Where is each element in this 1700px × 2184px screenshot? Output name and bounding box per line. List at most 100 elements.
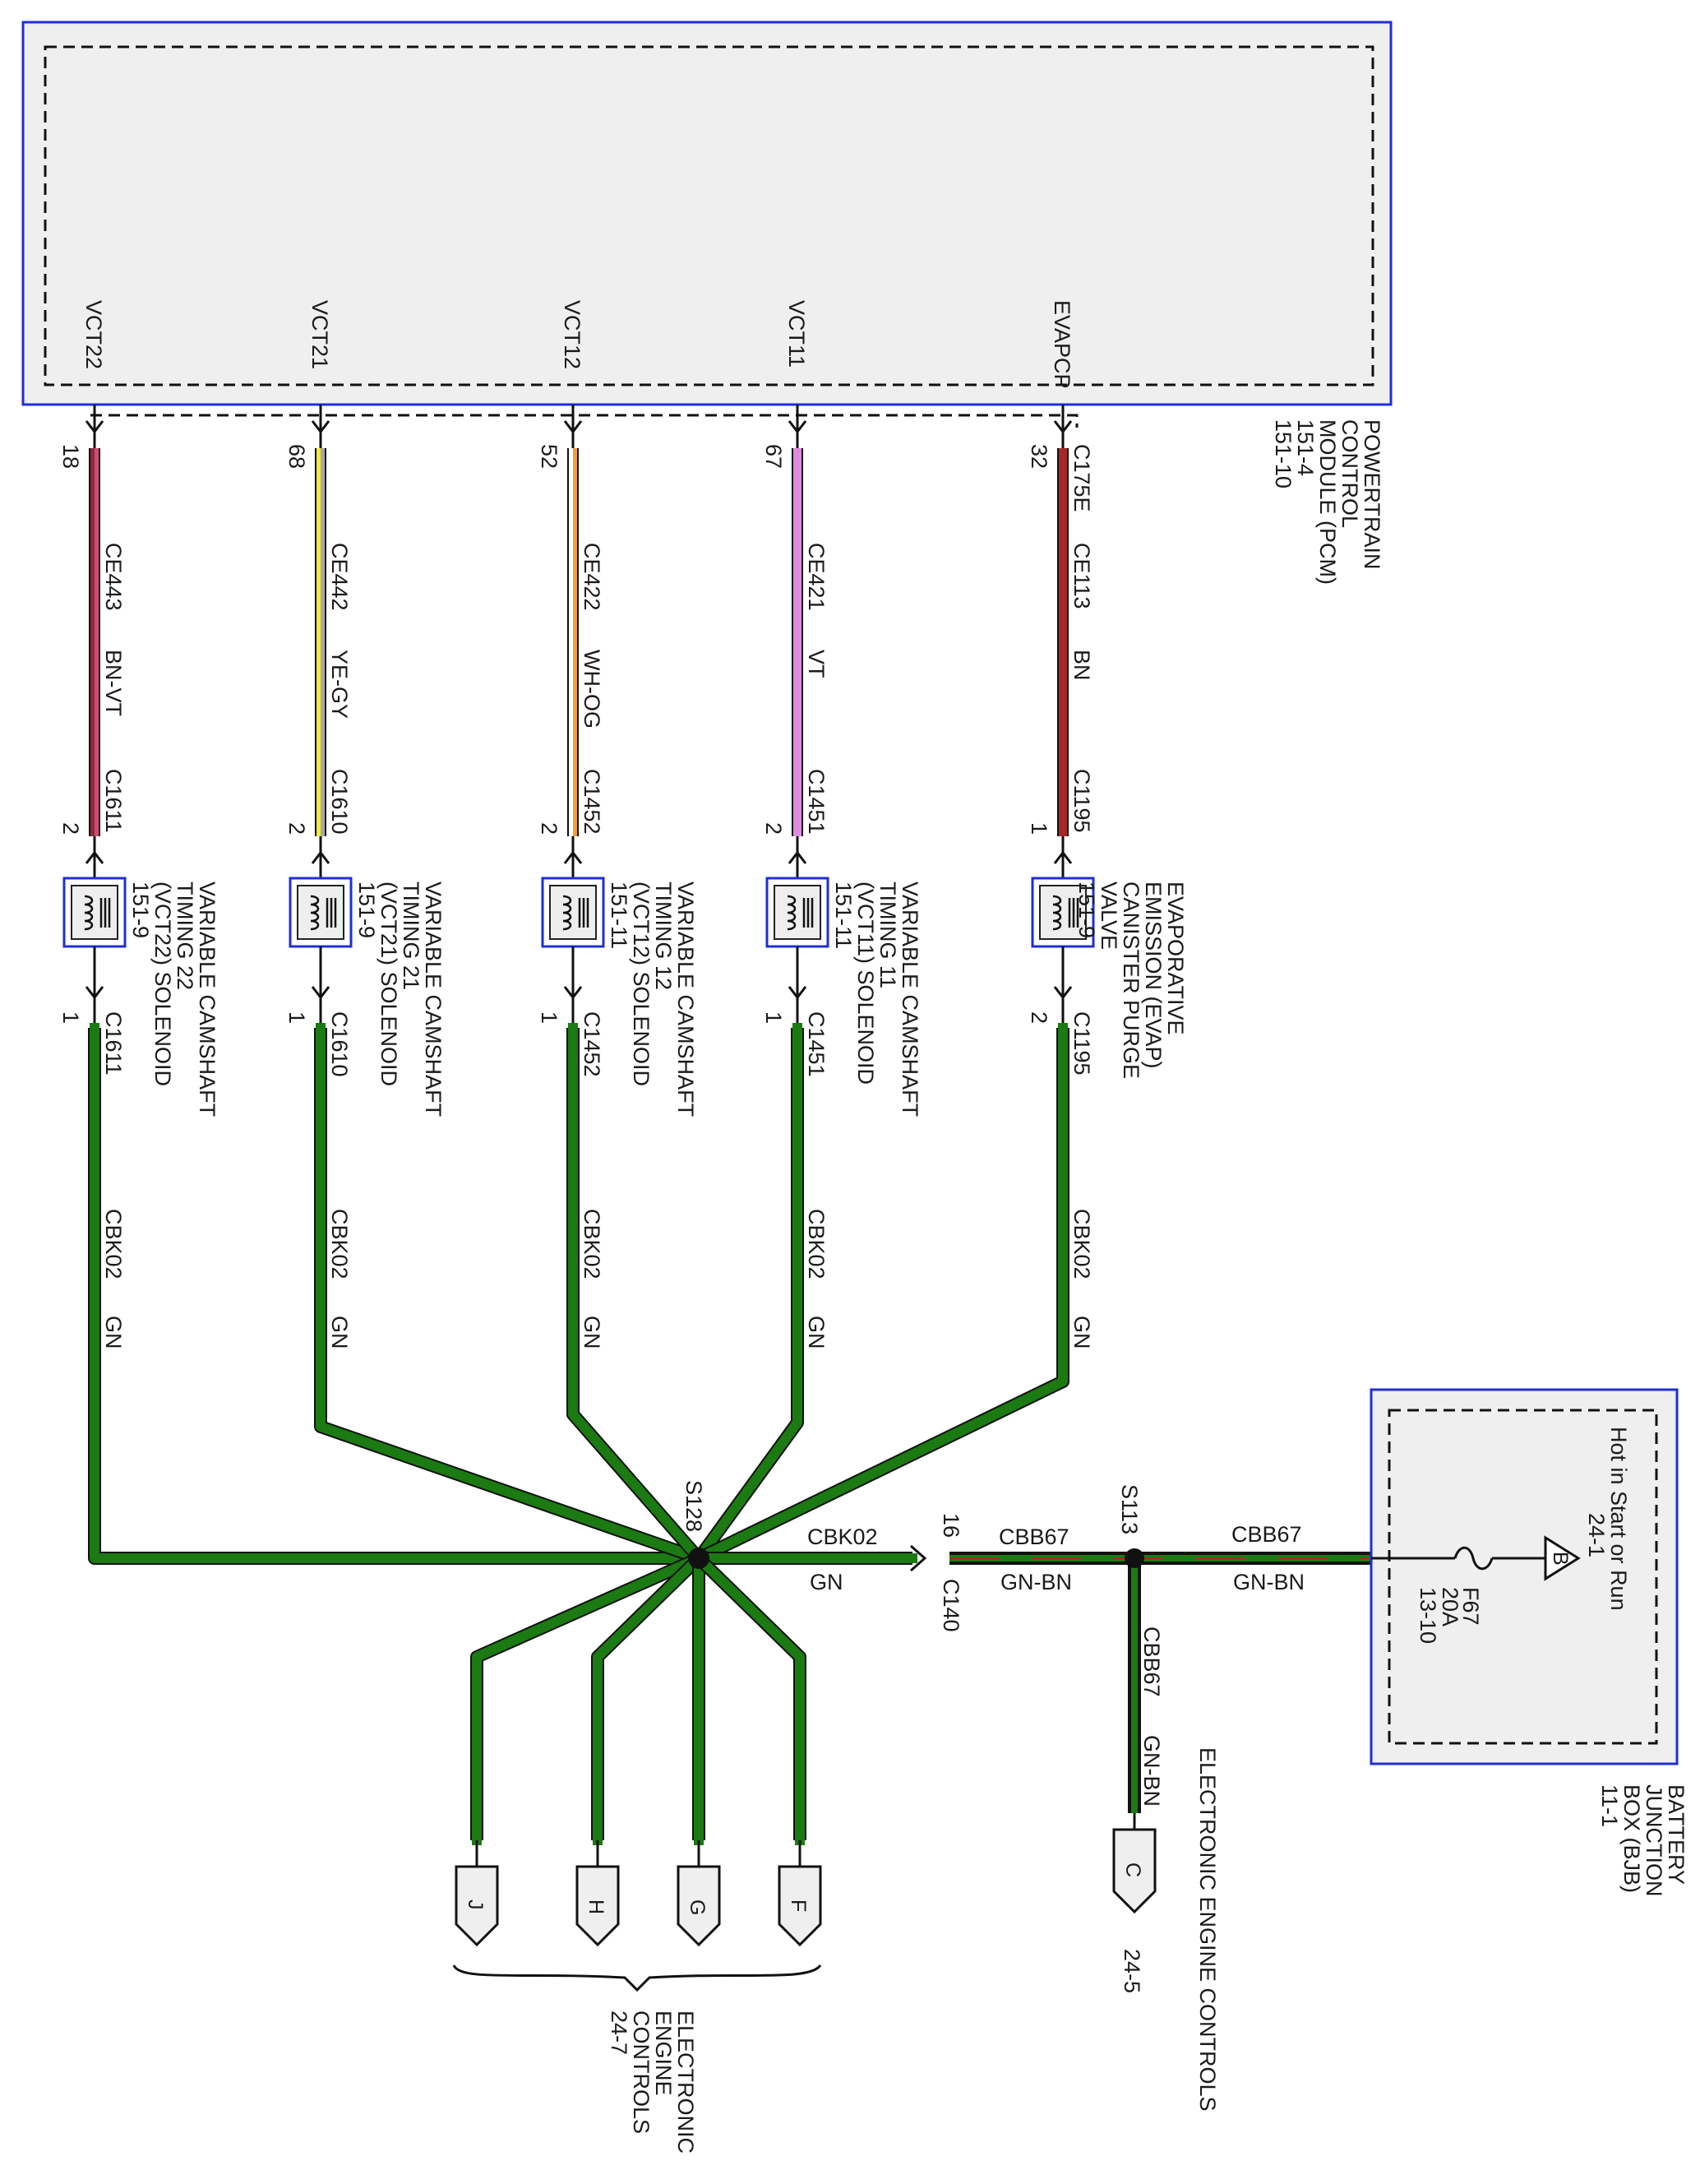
pcm-label-line1: POWERTRAIN [1360, 419, 1384, 570]
dev-connector-top-2 [563, 850, 583, 864]
solenoid-coil-icon-4 [1052, 895, 1062, 931]
device-label-line-2-1: TIMING 12 [651, 881, 676, 990]
bjb-hot-line1: Hot in Start or Run [1606, 1427, 1631, 1611]
splice-s128-label: S128 [681, 1480, 706, 1532]
pcm-label-line3: MODULE (PCM) [1315, 419, 1340, 585]
ref-h[interactable]: H [575, 1865, 620, 1947]
wire-color-a-0 [90, 448, 95, 836]
device-label-line-0-3: 151-9 [128, 881, 153, 938]
bjb-label-line2: JUNCTION [1642, 1784, 1666, 1897]
device-label-line-4-3: VALVE [1097, 881, 1121, 950]
dev-pin-out-0: 1 [58, 1011, 83, 1024]
circuit-color-4: BN [1069, 650, 1094, 681]
gnd-circuit-3: CBK02 [804, 1209, 829, 1279]
device-label-line-3-0: VARIABLE CAMSHAFT [898, 881, 922, 1117]
wire-color-b-2 [573, 448, 577, 836]
cbb67-feed: S113 CBB67 GN-BN CBB67 GN-BN CBB67 GN-BN [949, 1484, 1371, 1813]
page-refs: J H G F ELECTRONIC ENGINE CONTROLS 24-7 … [452, 1747, 1220, 2154]
ref-f[interactable]: F [778, 1865, 822, 1947]
circuit-color-2: WH-OG [580, 650, 604, 729]
circuit-id-1: CE442 [327, 543, 352, 611]
dev-pin-in-2: 2 [537, 822, 561, 835]
dev-connector-bottom-3 [788, 986, 807, 1000]
cbb67-color-left: GN-BN [1000, 1570, 1072, 1594]
device-label-line-1-0: VARIABLE CAMSHAFT [421, 881, 446, 1117]
dev-connector-bottom-1 [311, 986, 330, 1000]
ref-j[interactable]: J [455, 1865, 499, 1947]
circuit-id-3: CE421 [804, 543, 829, 611]
pcm-pin-number-2: 52 [537, 444, 561, 469]
cbb67-color-right: GN-BN [1233, 1570, 1305, 1594]
svg-text:F: F [787, 1899, 810, 1912]
fuse-f67-icon [1453, 1546, 1494, 1571]
ref-left-label-3: CONTROLS [629, 2010, 654, 2134]
gnd-color-4: GN [1069, 1316, 1094, 1349]
svg-text:J: J [464, 1899, 487, 1910]
splice-s128 [688, 1548, 709, 1569]
device-label-line-1-1: TIMING 21 [399, 881, 423, 990]
dev-conn-bottom-3: C1451 [804, 1011, 829, 1077]
dev-pin-in-1: 2 [284, 822, 309, 835]
gnd-color-0: GN [101, 1316, 126, 1349]
pcm-connector-2 [563, 420, 583, 434]
pcm-pin-1: VCT21 [307, 300, 332, 369]
gnd-circuit-1: CBK02 [327, 1209, 352, 1279]
pcm-conn-4: C175E [1069, 444, 1094, 512]
pcm-module: POWERTRAIN CONTROL MODULE (PCM) 151-4 15… [21, 21, 1393, 585]
ref-c-label: ELECTRONIC ENGINE CONTROLS [1195, 1747, 1220, 2112]
dev-conn-top-2: C1452 [580, 769, 604, 835]
dev-connector-top-3 [788, 850, 807, 864]
pcm-pin-4: EVAPCP [1050, 300, 1074, 389]
wire-color-a-4 [1059, 448, 1063, 836]
ref-left-label-4: 24-7 [607, 2010, 631, 2055]
ground-circuit-label: CBK02 [807, 1525, 878, 1549]
pcm-pin-0: VCT22 [81, 300, 106, 369]
device-label-line-1-2: (VCT21) SOLENOID [376, 881, 401, 1086]
dev-conn-bottom-2: C1452 [580, 1011, 604, 1077]
circuit-id-4: CE113 [1069, 543, 1094, 609]
solenoid-coil-icon-1 [310, 895, 320, 931]
wire-color-a-2 [569, 448, 573, 836]
fuse-f67-amps: 20A [1438, 1587, 1462, 1626]
cbb67-label-down: CBB67 [1139, 1626, 1164, 1697]
wire-color-b-0 [95, 448, 99, 836]
circuit-id-2: CE422 [580, 543, 604, 611]
gnd-color-3: GN [804, 1316, 829, 1349]
device-label-line-3-2: (VCT11) SOLENOID [853, 881, 878, 1085]
splice-s113-label: S113 [1117, 1484, 1142, 1534]
svg-text:C: C [1121, 1862, 1144, 1877]
gnd-circuit-4: CBK02 [1069, 1209, 1094, 1279]
solenoid-coil-icon-0 [84, 895, 94, 931]
c140-pin: 16 [939, 1513, 963, 1538]
dev-connector-bottom-4 [1053, 986, 1073, 1000]
circuit-id-0: CE443 [101, 543, 126, 611]
ref-c[interactable]: C [1112, 1828, 1157, 1914]
circuit-color-0: BN-VT [101, 650, 126, 716]
dev-connector-top-1 [311, 850, 330, 864]
pcm-pin-number-4: 32 [1027, 444, 1051, 469]
pcm-label-line4: 151-4 [1293, 419, 1318, 476]
gnd-circuit-0: CBK02 [101, 1209, 126, 1279]
dev-connector-top-0 [85, 850, 104, 864]
splice-s113 [1125, 1548, 1144, 1568]
bjb-label-line4: 11-1 [1597, 1784, 1622, 1827]
gnd-circuit-2: CBK02 [580, 1209, 604, 1279]
svg-text:G: G [686, 1899, 709, 1915]
ref-left-label-2: ENGINE [651, 2010, 676, 2096]
device-label-line-4-4: 151-9 [1074, 881, 1099, 938]
ground-harness: S128 CBK02 GN 16 C140 [88, 1023, 1069, 1845]
ref-left-label-1: ELECTRONIC [673, 2010, 698, 2154]
dev-connector-top-4 [1053, 850, 1073, 864]
dev-pin-out-1: 1 [284, 1011, 309, 1024]
ref-g[interactable]: G [677, 1865, 721, 1947]
solenoid-body-1 [297, 885, 344, 940]
circuit-color-3: VT [804, 650, 829, 678]
device-label-line-2-2: (VCT12) SOLENOID [629, 881, 654, 1086]
fuse-f67-ref: 13-10 [1416, 1587, 1440, 1644]
pcm-pin-number-3: 67 [761, 444, 786, 469]
dev-conn-bottom-4: C1195 [1069, 1011, 1094, 1076]
